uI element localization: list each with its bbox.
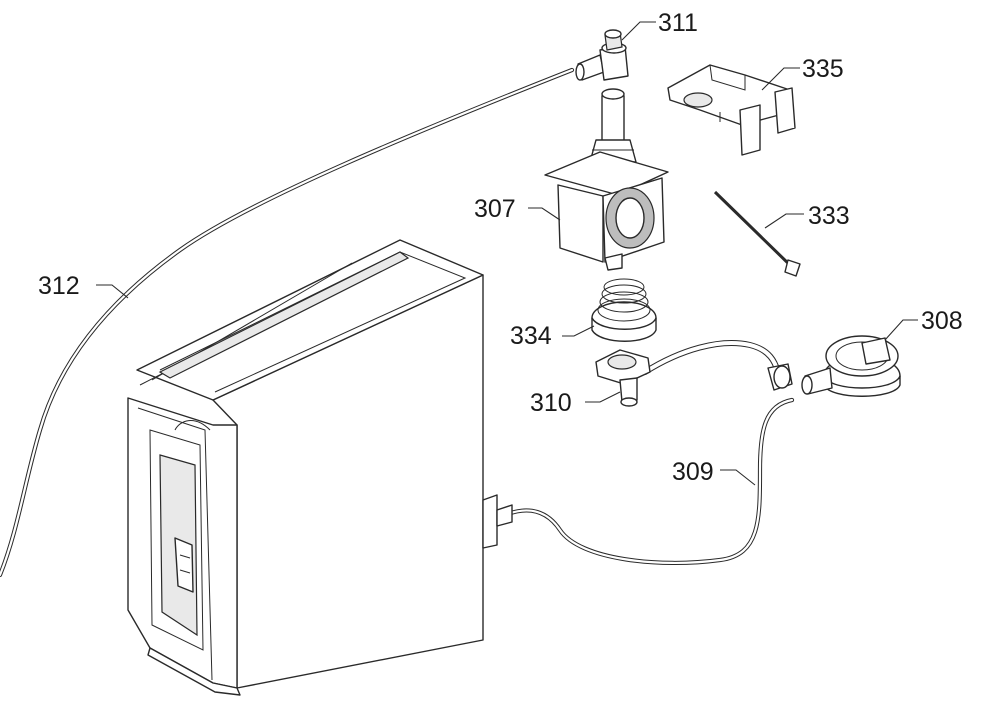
leader-lines: [96, 21, 918, 486]
callout-334: 334: [510, 322, 552, 350]
part-312-tube: [0, 67, 575, 578]
part-310-valve: [595, 349, 651, 407]
part-334-seal: [591, 278, 657, 342]
part-333-cable-tie: [713, 190, 801, 277]
water-tank: [127, 239, 513, 696]
callout-333: 333: [808, 202, 850, 230]
hose-310-308: [642, 340, 793, 391]
part-308-flowmeter: [801, 335, 901, 397]
callout-312: 312: [38, 272, 80, 300]
part-311-fitting: [575, 29, 629, 81]
part-335-bracket: [667, 64, 796, 156]
part-309-tube: [502, 397, 795, 565]
callout-335: 335: [802, 55, 844, 83]
callout-311: 311: [658, 9, 698, 37]
callout-308: 308: [921, 307, 963, 335]
callout-309: 309: [672, 458, 714, 486]
part-307-pump: [544, 88, 669, 271]
callout-307: 307: [474, 195, 516, 223]
callout-310: 310: [530, 389, 572, 417]
callout-labels: 311 335 307 333 312 308 334 310 309: [38, 9, 963, 486]
